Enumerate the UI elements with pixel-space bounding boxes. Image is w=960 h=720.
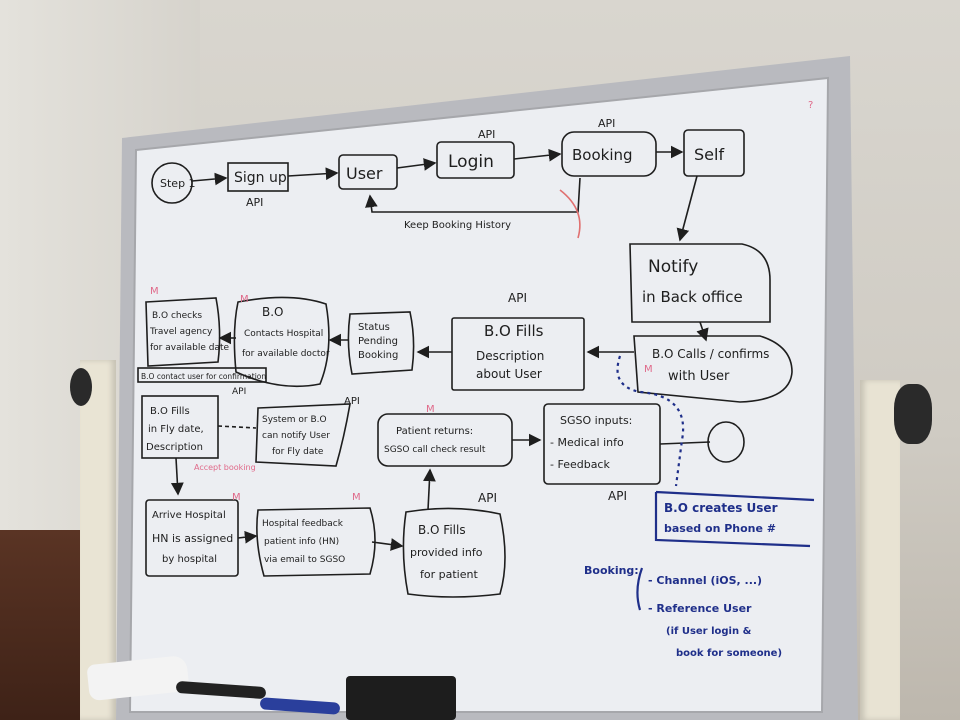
bo-creates-user-box — [654, 490, 815, 548]
bo-fills-provided-box — [402, 507, 506, 598]
contacts-hospital-box — [233, 296, 330, 388]
checks-agency-box — [145, 297, 221, 367]
board-stand-left — [80, 360, 116, 720]
notify-box — [629, 243, 771, 323]
marker-tray-object — [346, 676, 456, 720]
user-box — [338, 154, 398, 190]
contact-user-box — [137, 367, 267, 383]
wooden-cabinet — [0, 530, 80, 720]
status-box — [347, 311, 415, 375]
hospital-feedback-box — [256, 507, 376, 577]
stand-knob-right — [894, 384, 932, 444]
bo-calls-box — [633, 335, 793, 403]
fills-fly-box — [141, 395, 219, 459]
board-surface — [130, 78, 828, 712]
bo-fills-desc-box — [451, 317, 585, 391]
booking-box — [561, 131, 657, 177]
system-notify-box — [255, 403, 351, 467]
stand-knob-left — [70, 368, 92, 406]
login-box — [436, 141, 515, 179]
step1-circle — [151, 162, 193, 204]
self-box — [683, 129, 745, 177]
signup-box — [227, 162, 289, 192]
end-circle — [707, 421, 745, 463]
board-stand-right — [860, 380, 900, 720]
